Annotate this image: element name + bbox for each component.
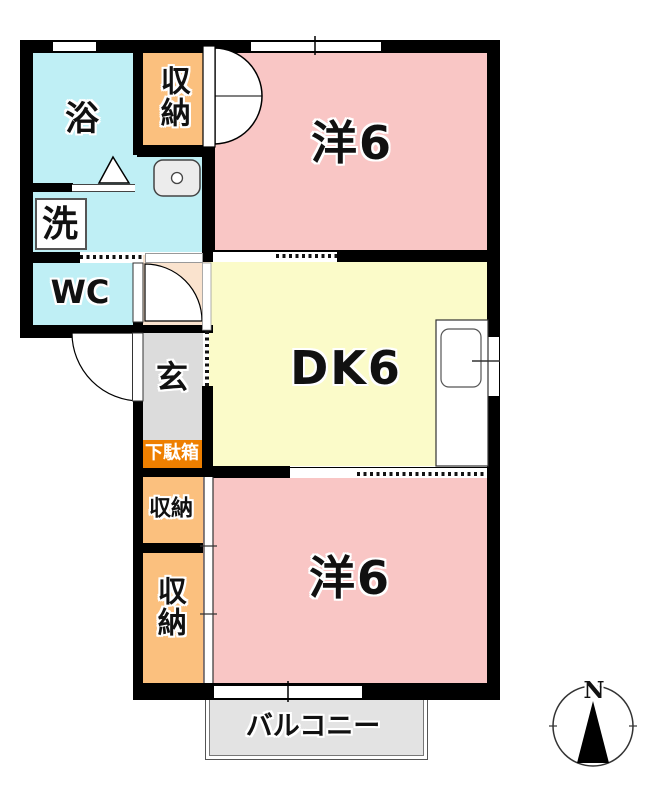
- wc-door-swing-icon: [144, 263, 203, 322]
- wall-genkan-east: [202, 386, 213, 477]
- label-balcony: バルコニー: [245, 710, 381, 742]
- dk-western-bottom-dotted-track: [357, 472, 487, 476]
- room-closet-top: [143, 53, 203, 147]
- room-western-bottom: [203, 478, 487, 683]
- wall-dk-south: [213, 466, 290, 478]
- label-genkan: 玄: [155, 358, 189, 397]
- wall-bath-bottom: [33, 183, 73, 192]
- wall-left-upper: [20, 40, 33, 338]
- label-closet-large: 収納: [153, 576, 188, 638]
- wall-closet-divider: [137, 543, 203, 553]
- wall-shoecab-bottom: [137, 468, 207, 477]
- washing-machine-pan: [35, 198, 87, 250]
- wall-left-lower: [133, 333, 143, 700]
- bath-door-icon: [97, 155, 131, 184]
- wall-genkan-north: [143, 325, 213, 333]
- label-dk: DK6: [290, 340, 402, 395]
- label-closet-top: 収納: [154, 65, 190, 129]
- label-bath: 浴: [65, 99, 99, 140]
- bath-window: [52, 41, 97, 52]
- label-closet-small: 収納: [148, 496, 194, 522]
- room-closet-small: [143, 477, 203, 543]
- room-closet-large: [143, 553, 203, 683]
- label-wc: WC: [50, 273, 110, 312]
- wc-top-dotted-track: [80, 255, 143, 259]
- wall-wc-stub-bottom: [133, 322, 143, 333]
- bath-door-opening: [72, 184, 135, 192]
- balcony: [205, 692, 428, 760]
- dk-western-top-sliding-door: [213, 251, 337, 262]
- wall-washroom-east: [202, 147, 215, 255]
- washroom-hall-opening: [145, 253, 203, 263]
- wall-bath-closet: [133, 40, 143, 155]
- dk-western-top-dotted-track: [276, 254, 337, 258]
- closet-door-leaf: [202, 45, 216, 148]
- label-western-bottom: 洋6: [308, 550, 392, 605]
- room-genkan: [143, 333, 203, 440]
- compass-icon: [549, 685, 637, 767]
- hall-dk-opening: [202, 262, 212, 331]
- closet-sliding-door: [203, 477, 214, 683]
- western-top-window: [250, 41, 382, 52]
- balcony-floor: [209, 696, 424, 756]
- label-shoe-cabinet: 下駄箱: [145, 442, 199, 464]
- label-compass-north: N: [583, 676, 605, 704]
- kitchen-sink-icon: [440, 328, 482, 388]
- genkan-step-dotted: [205, 331, 209, 386]
- shoe-cabinet: [143, 440, 203, 468]
- wc-door-leaf: [132, 262, 144, 323]
- washbasin-drain-icon: [170, 171, 184, 185]
- entrance-door-swing-icon: [71, 332, 141, 402]
- wall-closet-bottom: [137, 145, 207, 157]
- label-laundry: 洗: [41, 204, 79, 246]
- wall-washroom-wc: [33, 252, 80, 263]
- entrance-door-leaf: [132, 332, 144, 402]
- room-wc: [33, 263, 143, 325]
- label-western-top: 洋6: [310, 115, 394, 170]
